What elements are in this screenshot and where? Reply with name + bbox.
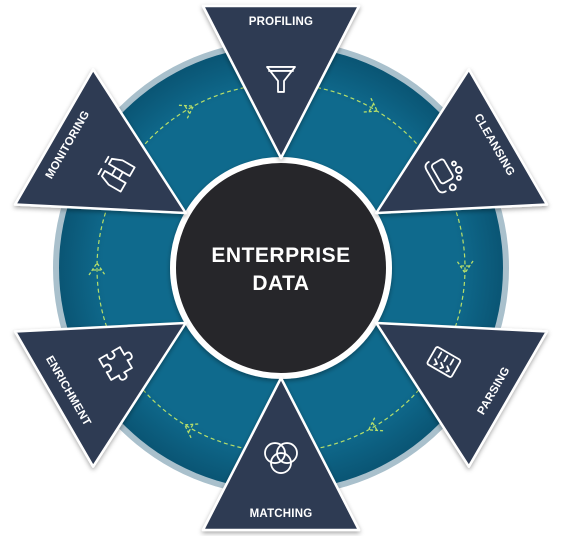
cycle-arrowhead	[362, 97, 379, 113]
stage-triangle-cleansing	[375, 68, 549, 215]
stage-triangles: PROFILINGCLEANSINGPARSINGMATCHINGENRICHM…	[13, 4, 549, 532]
stage-triangle-enrichment	[13, 321, 187, 468]
binoculars-icon	[97, 155, 136, 193]
stage-triangle-monitoring	[13, 68, 187, 215]
stage-matching: MATCHING	[201, 376, 361, 532]
stage-triangle-matching	[201, 376, 361, 532]
stage-monitoring: MONITORING	[13, 68, 187, 215]
stage-label-matching: MATCHING	[250, 508, 313, 520]
stage-triangle-profiling	[201, 4, 361, 160]
cycle-arrows	[88, 97, 474, 439]
cycle-arrowhead	[456, 260, 474, 275]
stage-label-profiling: PROFILING	[249, 16, 313, 28]
cycle-arrowhead	[183, 423, 200, 439]
puzzle-piece-icon	[98, 346, 133, 381]
stage-triangle-parsing	[375, 321, 549, 468]
cycle-arrowhead	[367, 416, 384, 432]
stage-parsing: PARSING	[375, 321, 549, 468]
cycle-arrowhead	[88, 261, 106, 276]
funnel-icon	[266, 66, 296, 93]
washing-icon	[424, 158, 463, 194]
venn-circles-icon	[264, 442, 298, 474]
cycle-arrowhead	[178, 104, 195, 120]
center-title-line2: DATA	[252, 272, 309, 295]
checklist-icon	[426, 346, 462, 378]
center-circle	[170, 157, 392, 379]
center-title-line1: ENTERPRISE	[211, 244, 350, 267]
stage-profiling: PROFILING	[201, 4, 361, 160]
